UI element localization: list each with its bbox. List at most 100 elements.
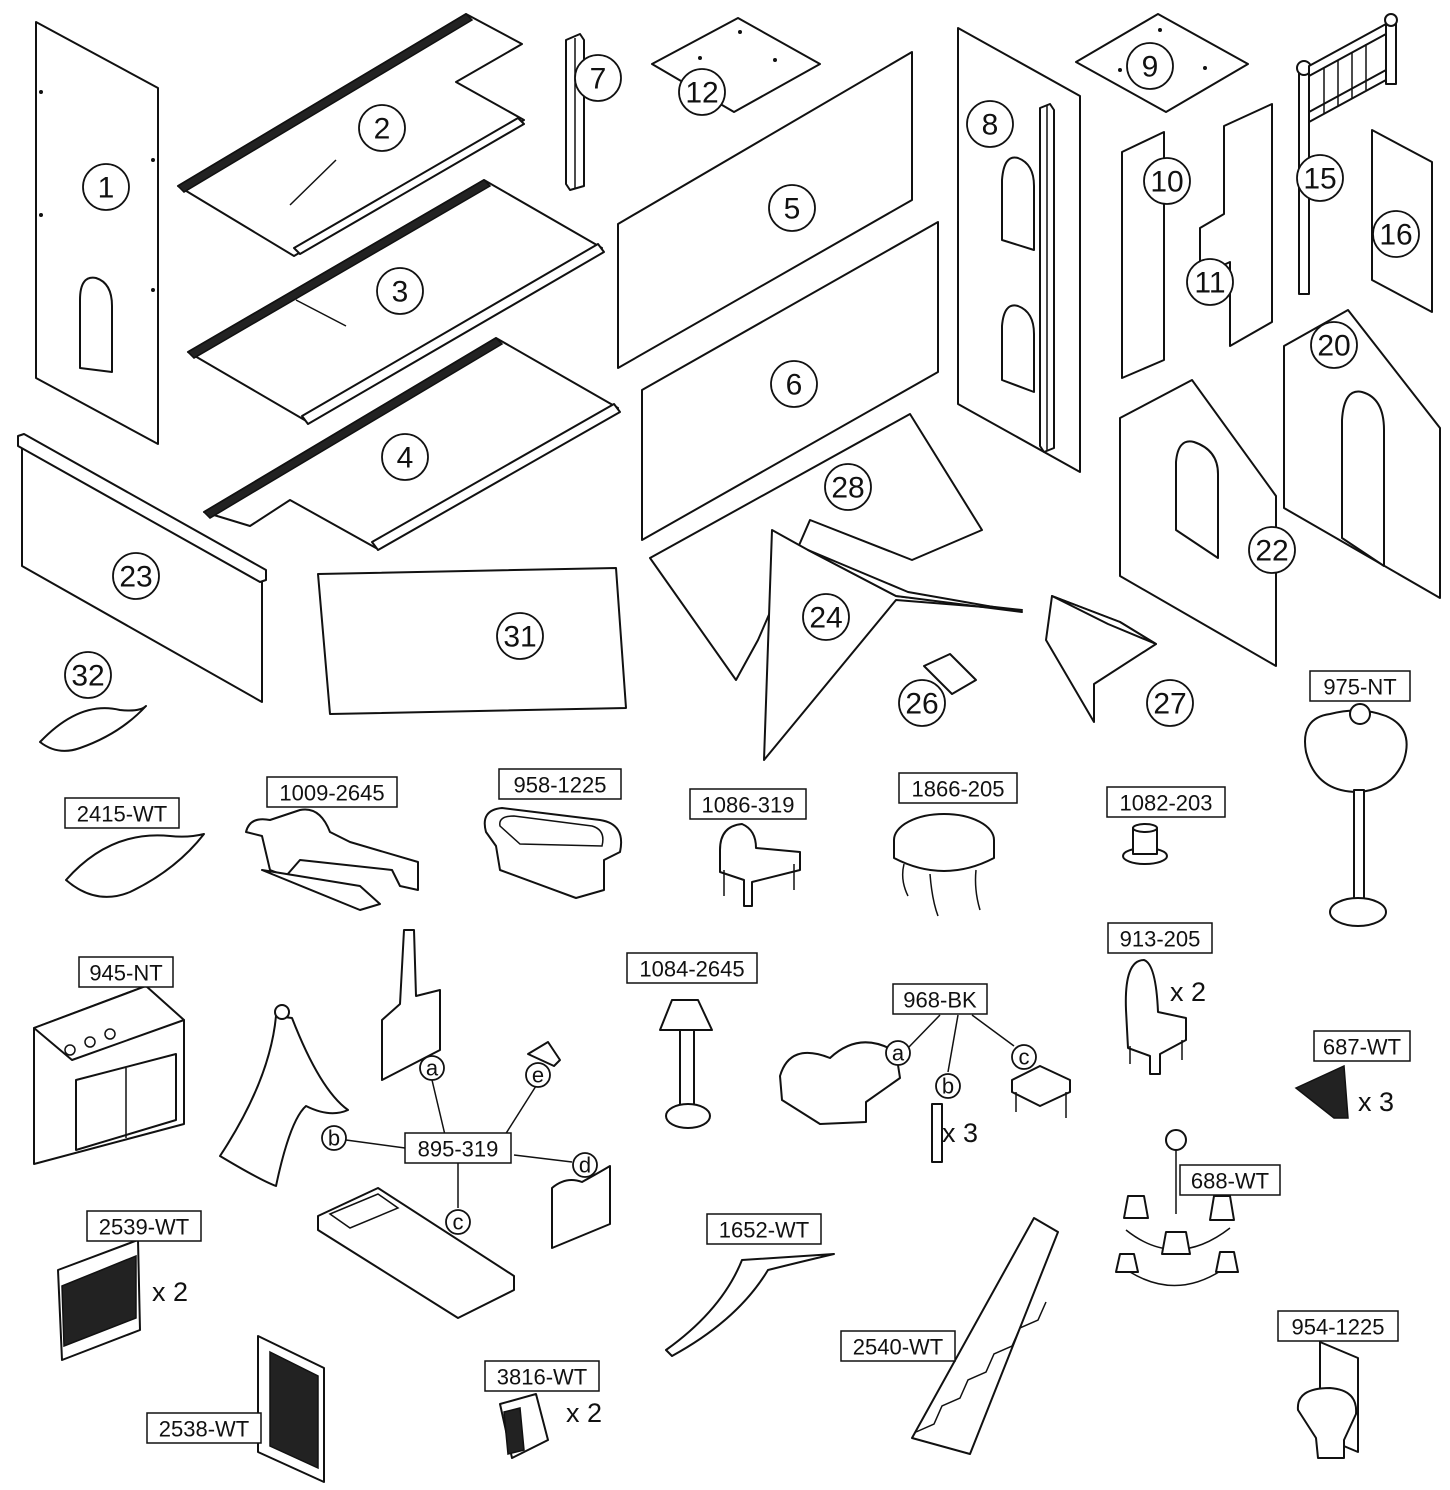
part-number: 23: [119, 561, 152, 594]
part-label-15: 15: [1296, 154, 1344, 202]
part-label-26: 26: [898, 679, 946, 727]
part-label-7: 7: [574, 54, 622, 102]
drawing-2540-WT: [911, 1217, 1059, 1455]
accessory-label-1009-2645: 1009-2645: [266, 776, 398, 808]
accessory-code: 2415-WT: [77, 802, 167, 827]
accessory-label-1086-319: 1086-319: [689, 788, 807, 820]
accessory-label-975-NT: 975-NT: [1309, 670, 1411, 702]
accessory-code: 1009-2645: [279, 781, 384, 806]
accessory-code: 2538-WT: [159, 1417, 249, 1442]
accessory-label-688-WT: 688-WT: [1179, 1164, 1281, 1196]
leaders-895-319: [345, 1079, 573, 1208]
panel-8: [957, 27, 1081, 473]
drawing-1866-205: [893, 813, 995, 917]
accessory-label-1652-WT: 1652-WT: [706, 1213, 822, 1245]
accessory-code: 1082-203: [1120, 791, 1213, 816]
drawing-1086-319: [719, 823, 801, 907]
accessory-label-2539-WT: 2539-WT: [86, 1210, 202, 1242]
panel-31: [317, 567, 627, 715]
drawing-968-BK: [779, 1041, 1071, 1163]
part-number: 5: [784, 193, 801, 226]
part-label-22: 22: [1248, 526, 1296, 574]
part-label-8: 8: [966, 100, 1014, 148]
drawing-1009-2645: [245, 808, 419, 911]
subpart-895-d: d: [572, 1152, 598, 1178]
accessory-code: 954-1225: [1292, 1315, 1385, 1340]
part-number: 16: [1379, 219, 1412, 252]
part-number: 6: [786, 369, 803, 402]
panel-2: [176, 13, 525, 257]
part-number: 20: [1317, 330, 1350, 363]
part-number: 3: [392, 276, 409, 309]
subpart-968-b: b: [935, 1073, 961, 1099]
subpart-letter: b: [328, 1126, 340, 1151]
part-label-4: 4: [381, 433, 429, 481]
bracket-26: [923, 653, 977, 695]
accessory-code: 1652-WT: [719, 1218, 809, 1243]
subpart-895-e: e: [525, 1062, 551, 1088]
part-label-27: 27: [1146, 679, 1194, 727]
drawing-958-1225: [483, 807, 622, 899]
quantity-label: x 2: [1170, 977, 1206, 1007]
subpart-968-c: c: [1011, 1044, 1037, 1070]
accessory-code: 1866-205: [912, 777, 1005, 802]
part-number: 32: [71, 660, 104, 693]
part-label-11: 11: [1186, 258, 1234, 306]
quantity-label: x 3: [942, 1118, 978, 1148]
accessory-label-913-205: 913-205: [1107, 922, 1213, 954]
plate-12: [651, 17, 821, 113]
subpart-letter: d: [579, 1153, 591, 1178]
subpart-letter: a: [426, 1056, 439, 1081]
subpart-895-b: b: [321, 1125, 347, 1151]
accessory-label-1866-205: 1866-205: [898, 772, 1018, 804]
part-number: 2: [374, 113, 391, 146]
drawing-2415-WT: [65, 833, 205, 898]
accessory-code: 913-205: [1120, 927, 1201, 952]
accessory-code: 688-WT: [1191, 1169, 1269, 1194]
subpart-letter: b: [942, 1074, 954, 1099]
leaders-968-BK: [907, 1014, 1015, 1073]
accessory-code: 2540-WT: [853, 1335, 943, 1360]
quantity-label: x 2: [152, 1277, 188, 1307]
post-7: [565, 33, 585, 191]
accessory-code: 958-1225: [514, 773, 607, 798]
drawing-913-205: [1124, 959, 1187, 1075]
part-number: 10: [1150, 166, 1183, 199]
accessory-label-958-1225: 958-1225: [498, 768, 622, 800]
panel-1: [35, 21, 159, 445]
part-label-1: 1: [82, 163, 130, 211]
accessory-label-687-WT: 687-WT: [1313, 1030, 1411, 1062]
accessory-code: 3816-WT: [497, 1365, 587, 1390]
drawing-945-NT: [33, 985, 185, 1165]
accessory-label-968-BK: 968-BK: [892, 983, 988, 1015]
part-label-23: 23: [112, 552, 160, 600]
accessory-label-945-NT: 945-NT: [78, 956, 174, 988]
drawing-688-WT: [1115, 1129, 1239, 1287]
accessory-code: 1086-319: [702, 793, 795, 818]
part-label-24: 24: [802, 593, 850, 641]
accessory-code: 2539-WT: [99, 1215, 189, 1240]
accessory-code: 945-NT: [89, 961, 162, 986]
accessory-code: 968-BK: [903, 988, 977, 1013]
subpart-895-c: c: [445, 1209, 471, 1235]
accessory-code-labels: 975-NT 2415-WT 1009-2645 958-1225 1086-319 18…: [64, 670, 1411, 1444]
drawing-1652-WT: [665, 1253, 835, 1357]
drawing-954-1225: [1296, 1341, 1359, 1459]
subpart-895-a: a: [419, 1055, 445, 1081]
part-number: 7: [590, 63, 607, 96]
part-label-5: 5: [768, 184, 816, 232]
part-number: 28: [831, 472, 864, 505]
accessory-code: 975-NT: [1323, 675, 1396, 700]
part-number: 22: [1255, 535, 1288, 568]
accessory-code: 687-WT: [1323, 1035, 1401, 1060]
quantity-label: x 2: [566, 1398, 602, 1428]
part-number: 12: [685, 77, 718, 110]
part-number: 9: [1142, 51, 1159, 84]
drawing-3816-WT: [499, 1393, 549, 1459]
sheet-32: [39, 705, 147, 752]
panel-11: [1199, 103, 1273, 347]
accessory-label-2540-WT: 2540-WT: [840, 1330, 956, 1362]
part-label-2: 2: [358, 104, 406, 152]
part-number: 31: [503, 621, 536, 654]
accessory-label-895-319: 895-319: [404, 1132, 512, 1164]
